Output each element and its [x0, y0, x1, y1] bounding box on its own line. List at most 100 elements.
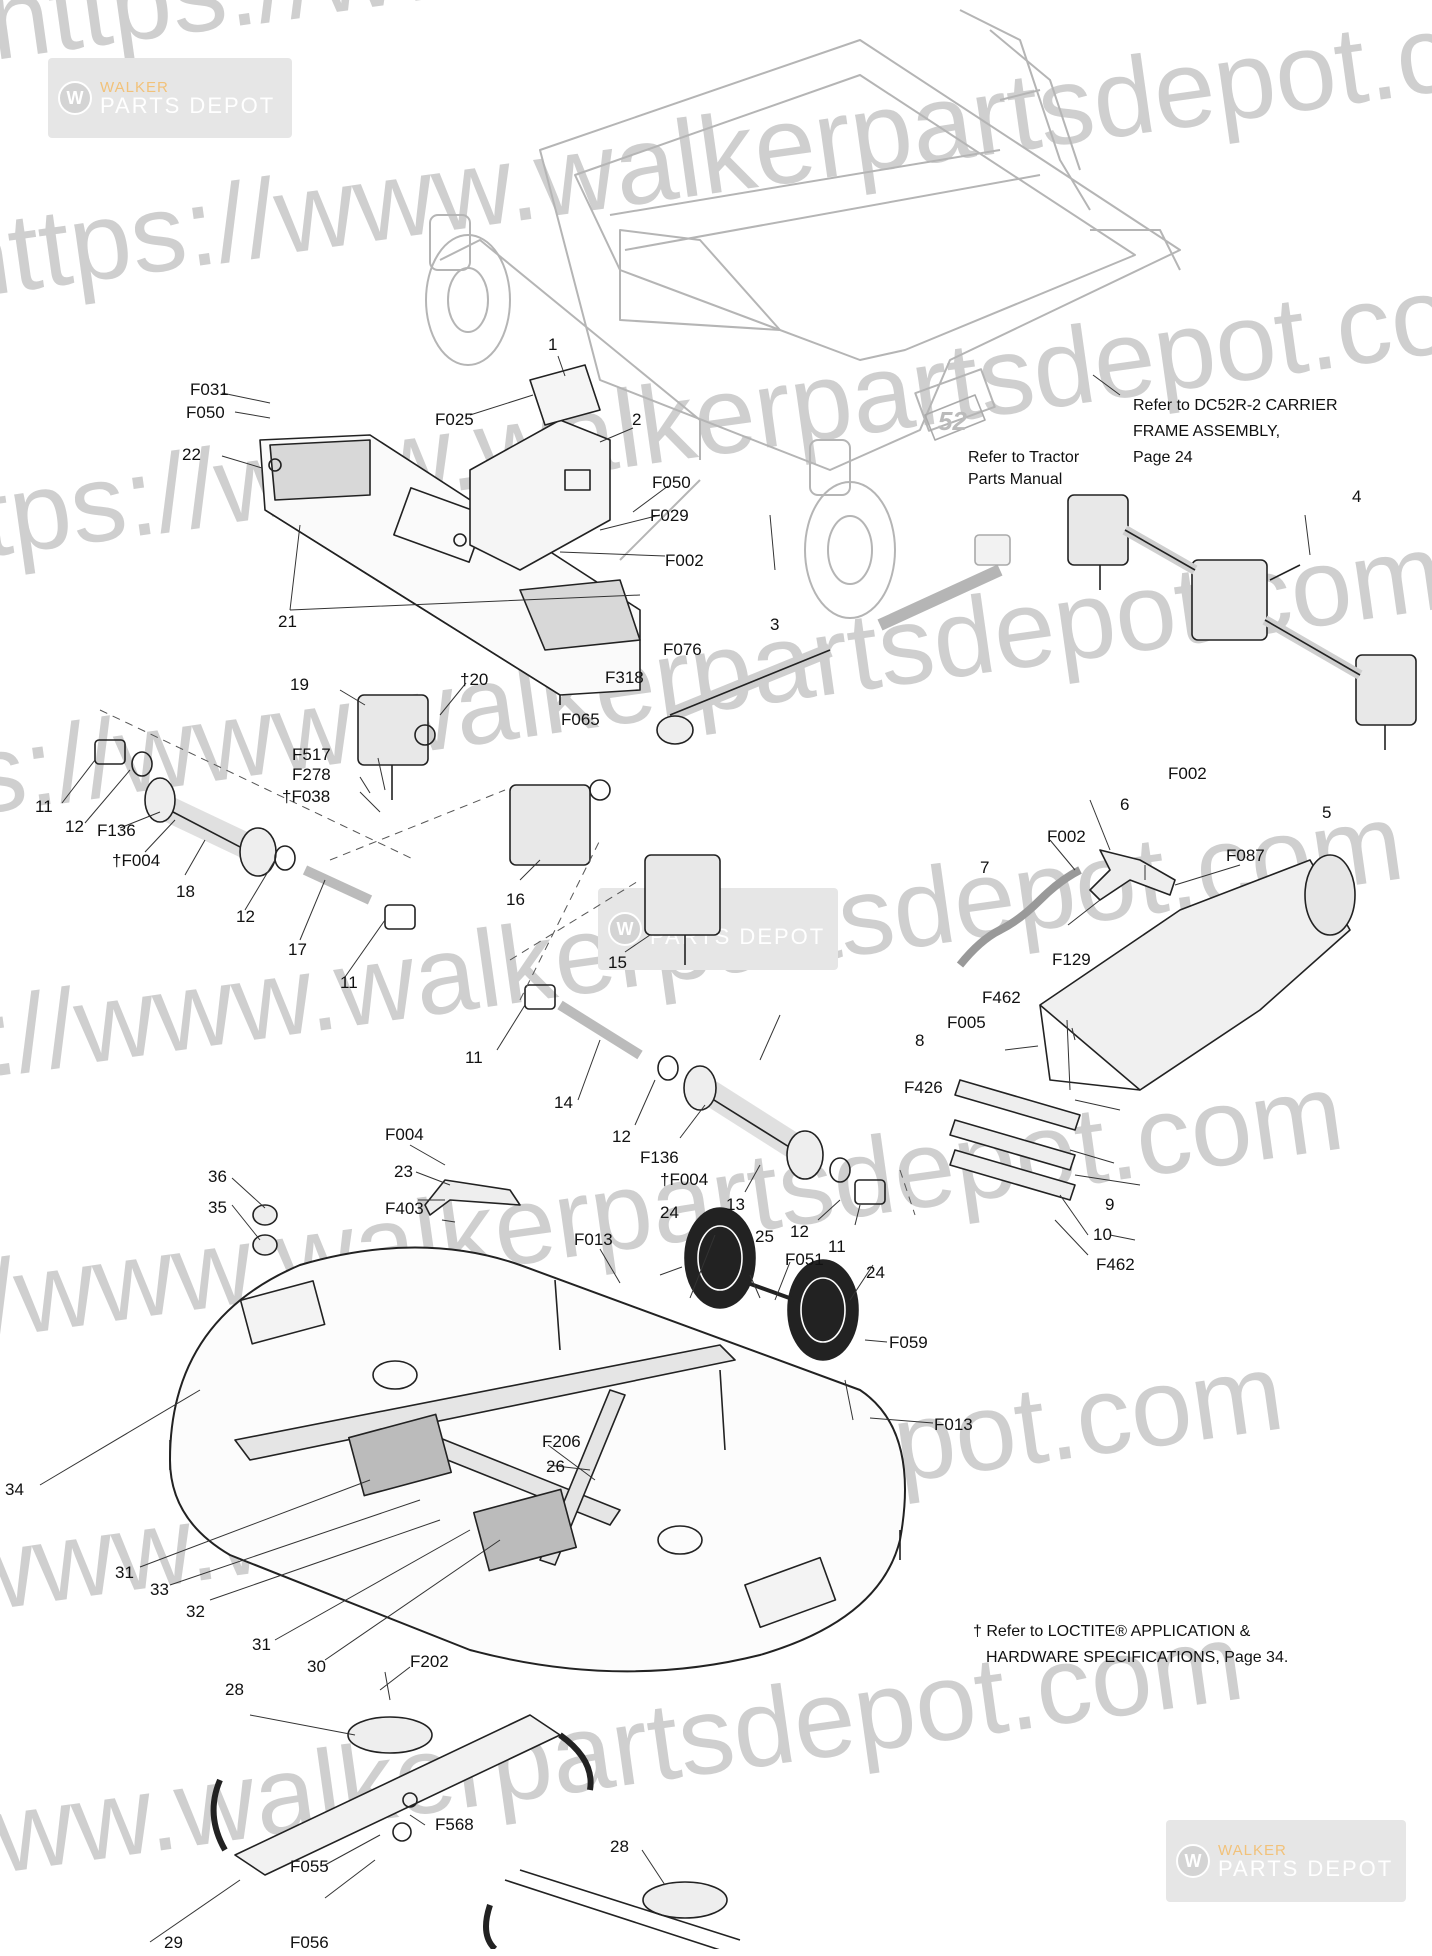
drive-shaft-3 [656, 534, 1011, 745]
carrier-frame-ref-line1: Refer to DC52R-2 CARRIER [1133, 397, 1338, 414]
callout-F038: †F038 [282, 787, 330, 806]
callout-25: 25 [755, 1227, 774, 1246]
callout-F403: F403 [385, 1199, 424, 1218]
callout-F076: F076 [663, 640, 702, 659]
callout-F087: F087 [1226, 846, 1265, 865]
callout-12: 12 [612, 1127, 631, 1146]
rotation-arrow-icon [558, 1732, 594, 1791]
front-panel-22 [259, 434, 641, 705]
callout-F025: F025 [435, 410, 474, 429]
callout-3: 3 [770, 615, 779, 634]
logo-line1: WALKER [100, 78, 169, 96]
deck-size-badge: 52 [924, 394, 986, 441]
callout-11: 11 [35, 797, 53, 816]
callout-24: 24 [660, 1203, 679, 1222]
callout-F029: F029 [650, 506, 689, 525]
alignment-lines [99, 709, 916, 1216]
callout-F426: F426 [904, 1078, 943, 1097]
wheel-24a [684, 1207, 756, 1309]
callout-F136: F136 [640, 1148, 679, 1167]
rotation-arrow-icon [210, 1778, 228, 1852]
callout-F206: F206 [542, 1432, 581, 1451]
callout-34: 34 [5, 1480, 24, 1499]
tractor-ref-line1: Refer to Tractor [968, 449, 1080, 466]
callout-5: 5 [1322, 803, 1331, 822]
callout-F004: †F004 [112, 851, 160, 870]
callout-F050: F050 [186, 403, 225, 422]
callout-F202: F202 [410, 1652, 449, 1671]
callout-15: 15 [608, 953, 627, 972]
callout-6: 6 [1120, 795, 1129, 814]
callout-22: 22 [182, 445, 201, 464]
mower-deck-housing [169, 1246, 906, 1673]
callout-17: 17 [288, 940, 307, 959]
callout-18: 18 [176, 882, 195, 901]
callout-2: 2 [632, 410, 641, 429]
callout-4: 4 [1352, 487, 1361, 506]
callout-F318: F318 [605, 668, 644, 687]
callout-26: 26 [546, 1457, 565, 1476]
callout-F136: F136 [97, 821, 136, 840]
callout-31: 31 [252, 1635, 271, 1654]
spring-7 [956, 866, 1082, 968]
cover-plate-2 [469, 419, 611, 571]
callout-12: 12 [65, 817, 84, 836]
callout-labels: 1 2 3 4 5 6 7 8 9 10 11 11 11 11 12 12 1… [5, 335, 1361, 1949]
callout-20: †20 [460, 670, 488, 689]
callout-1: 1 [548, 335, 557, 354]
callout-9: 9 [1105, 1195, 1114, 1214]
callout-36: 36 [208, 1167, 227, 1186]
callout-16: 16 [506, 890, 525, 909]
blade-29-pulley-28 [234, 1714, 741, 1949]
cover-plate-1 [529, 364, 601, 426]
callout-F462: F462 [1096, 1255, 1135, 1274]
callout-11: 11 [340, 973, 358, 992]
callout-24: 24 [866, 1263, 885, 1282]
callout-F050: F050 [652, 473, 691, 492]
axle-bolt-25 [744, 1280, 796, 1302]
callout-23: 23 [394, 1162, 413, 1181]
callout-F517: F517 [292, 745, 331, 764]
gearbox-16 [509, 779, 611, 866]
bracket-6 [1089, 849, 1176, 901]
carrier-frame-ref-line2: FRAME ASSEMBLY, [1133, 423, 1280, 440]
leader-lines [39, 355, 1311, 1943]
callout-F013: F013 [934, 1415, 973, 1434]
callout-F055: F055 [290, 1857, 329, 1876]
walker-logo-icon: W [58, 81, 92, 115]
callout-28: 28 [610, 1837, 629, 1856]
callout-31: 31 [115, 1563, 134, 1582]
hinge-8 [954, 1079, 1081, 1131]
gearbox-assembly-4 [1067, 494, 1417, 750]
callout-33: 33 [150, 1580, 169, 1599]
deck-badge-text: 52 [938, 406, 967, 436]
callout-11: 11 [465, 1048, 483, 1067]
shaft-14-tube-13 [524, 984, 886, 1205]
callout-F002: F002 [1047, 827, 1086, 846]
callout-11: 11 [828, 1237, 846, 1256]
callout-F065: F065 [561, 710, 600, 729]
loctite-note-line1: † Refer to LOCTITE® APPLICATION & [973, 1623, 1251, 1640]
callout-F005: F005 [947, 1013, 986, 1032]
walker-logo-icon: W [608, 912, 642, 946]
callout-F129: F129 [1052, 950, 1091, 969]
tractor-ref-line2: Parts Manual [968, 471, 1062, 488]
gearbox-15 [644, 854, 721, 965]
wheel-24b [787, 1259, 859, 1361]
callout-12: 12 [790, 1222, 809, 1241]
callout-F013: F013 [574, 1230, 613, 1249]
callout-F031: F031 [190, 380, 229, 399]
rotation-arrow-icon [483, 1904, 498, 1949]
loctite-note-line2: HARDWARE SPECIFICATIONS, Page 34. [986, 1649, 1288, 1666]
discharge-chute-5 [1039, 854, 1356, 1091]
carrier-frame [425, 9, 1181, 619]
callout-14: 14 [554, 1093, 573, 1112]
callout-F056: F056 [290, 1933, 329, 1949]
callout-F002: F002 [1168, 764, 1207, 783]
gearbox-19 [357, 694, 436, 800]
callout-F059: F059 [889, 1333, 928, 1352]
callout-29: 29 [164, 1933, 183, 1949]
